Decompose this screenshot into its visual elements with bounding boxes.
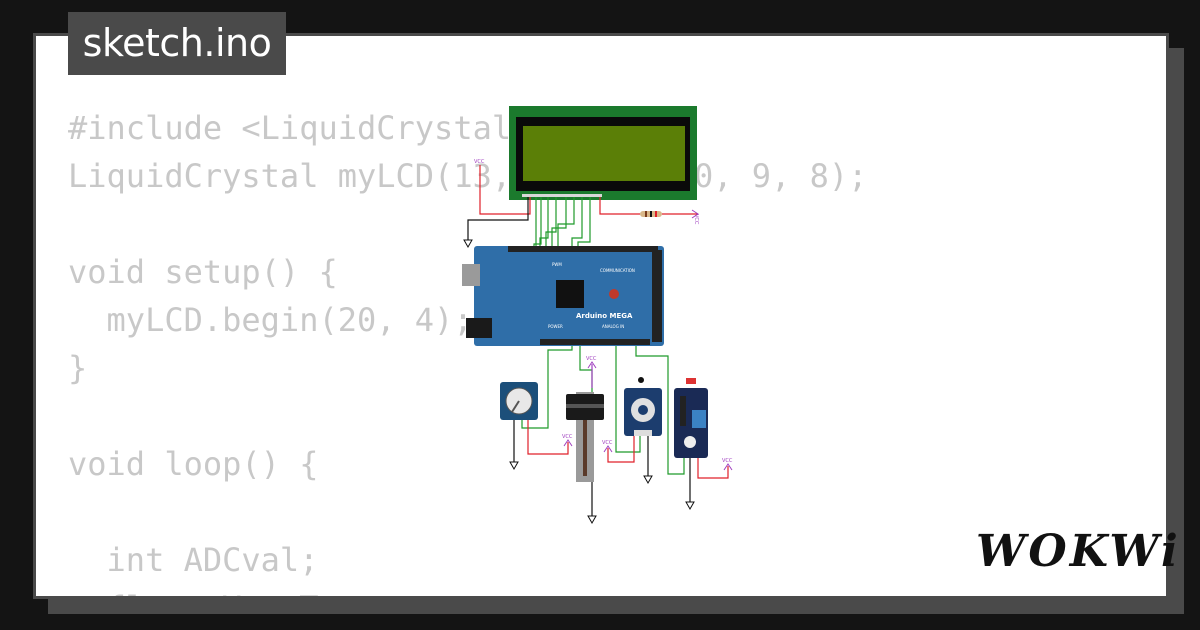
code-line: float VoutTemp xyxy=(68,584,530,596)
vcc-label: VCC xyxy=(722,458,733,464)
comm-label: COMMUNICATION xyxy=(600,268,635,273)
code-fragment-right: 0, 9, 8); xyxy=(694,157,868,195)
lcd-module[interactable] xyxy=(509,106,697,200)
resistor[interactable] xyxy=(640,211,662,217)
mcu-chip xyxy=(556,280,584,308)
vcc-arrows xyxy=(563,361,733,471)
vcc-label: VCC xyxy=(586,356,597,362)
arduino-mega-board[interactable]: Arduino MEGA PWM COMMUNICATION POWER ANA… xyxy=(462,246,664,346)
wokwi-logo: WOKWi xyxy=(976,526,1181,577)
reset-button[interactable] xyxy=(609,289,619,299)
analog-header xyxy=(540,339,650,345)
temperature-sensor-module[interactable] xyxy=(624,377,662,436)
vcc-arrow xyxy=(691,209,699,219)
board-name: Arduino MEGA xyxy=(576,312,633,320)
analog-label: ANALOG IN xyxy=(602,324,624,329)
potentiometer[interactable] xyxy=(500,382,538,420)
pwm-label: PWM xyxy=(552,262,562,267)
usb-port xyxy=(462,264,480,286)
code-line: myLCD.begin(20, 4); xyxy=(68,301,473,339)
digital-header xyxy=(508,246,658,252)
ground-symbol xyxy=(463,239,473,249)
side-header xyxy=(652,250,662,342)
slide-potentiometer[interactable] xyxy=(566,392,604,482)
code-line: int ADCval; xyxy=(68,541,319,579)
lcd-wires xyxy=(467,165,698,250)
vcc-label: VCC xyxy=(474,159,485,165)
code-line: #include <LiquidCrystal xyxy=(68,109,512,147)
code-line: } xyxy=(68,349,88,387)
file-tab[interactable]: sketch.ino xyxy=(68,12,286,75)
ground-symbols xyxy=(509,461,695,525)
light-sensor-module[interactable] xyxy=(674,378,708,458)
lcd-screen xyxy=(523,126,685,181)
lcd-pins xyxy=(522,194,602,197)
code-line: LiquidCrystal myLCD(13, xyxy=(68,157,531,195)
vcc-label: VCC xyxy=(602,440,613,446)
code-line: void setup() { xyxy=(68,253,338,291)
power-jack xyxy=(466,318,492,338)
vcc-label: VCC xyxy=(562,434,573,440)
power-label: POWER xyxy=(548,324,563,329)
code-line: void loop() { xyxy=(68,445,319,483)
vcc-label: VCC xyxy=(693,214,699,225)
sensor-wires xyxy=(513,346,729,516)
